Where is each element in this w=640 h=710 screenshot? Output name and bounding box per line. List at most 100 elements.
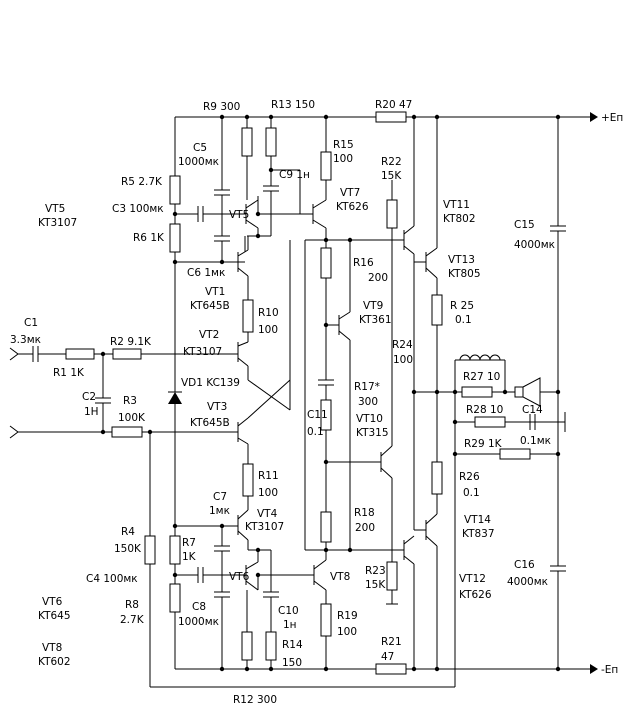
label-r25a: R 25 [450, 300, 474, 312]
label-vt6: VT6 [229, 571, 250, 583]
label-vt7b: KT626 [336, 201, 369, 213]
label-r16b: 200 [368, 272, 388, 284]
label-r10b: 100 [258, 324, 278, 336]
label-r21b: 47 [381, 651, 394, 663]
label-vt6t-a: VT6 [42, 596, 63, 608]
label-r24a: R24 [392, 339, 413, 351]
r9-resistor [241, 114, 253, 200]
label-r16a: R16 [353, 257, 374, 269]
output-load [414, 354, 566, 687]
label-c6: C6 1мк [187, 267, 225, 279]
label-c16a: C16 [514, 559, 535, 571]
label-r25b: 0.1 [455, 314, 472, 326]
label-vt10b: KT315 [356, 427, 389, 439]
r5-resistor [169, 117, 245, 263]
label-c11a: C11 [307, 409, 328, 421]
label-r27: R27 10 [463, 371, 500, 383]
label-vt4a: VT4 [257, 508, 278, 520]
vt14-transistor [425, 461, 443, 669]
label-r10a: R10 [258, 307, 279, 319]
c2-capacitor [95, 354, 111, 432]
label-r3a: R3 [123, 395, 137, 407]
label-vt12a: VT12 [459, 573, 486, 585]
label-r22a: R22 [381, 156, 402, 168]
label-vd1: VD1 KC139 [181, 377, 240, 389]
r23-resistor [386, 550, 398, 605]
label-r26a: R26 [459, 471, 480, 483]
label-r18b: 200 [355, 522, 375, 534]
component-labels: +Еп -Еп R9 300 R13 150 R20 47 R15 100 R2… [10, 99, 623, 706]
label-vt11b: KT802 [443, 213, 476, 225]
vt4-transistor [172, 509, 249, 550]
label-r3b: 100K [118, 412, 146, 424]
label-c2a: C2 [82, 391, 96, 403]
label-r17a: R17* [354, 381, 380, 393]
label-pos-rail: +Еп [601, 112, 623, 124]
label-r8b: 2.7K [120, 614, 145, 626]
label-c16b: 4000мк [507, 576, 548, 588]
label-vt7a: VT7 [340, 187, 360, 199]
vt6-transistor [232, 547, 305, 591]
c4-capacitor [175, 567, 232, 583]
label-vt11a: VT11 [443, 199, 470, 211]
label-r2: R2 9.1K [110, 336, 152, 348]
label-r8a: R8 [125, 599, 139, 611]
label-vt14a: VT14 [464, 514, 491, 526]
label-r1: R1 1K [53, 367, 85, 379]
input-bottom [9, 425, 238, 439]
label-vt14b: KT837 [462, 528, 495, 540]
label-r28: R28 10 [466, 404, 503, 416]
label-r5: R5 2.7K [121, 176, 163, 188]
label-r13: R13 150 [271, 99, 315, 111]
vt7-transistor [299, 170, 327, 240]
label-c8a: C8 [192, 601, 206, 613]
label-c5a: C5 [193, 142, 207, 154]
label-r15b: 100 [333, 153, 353, 165]
label-vt4b: KT3107 [245, 521, 284, 533]
label-vt9a: VT9 [363, 300, 383, 312]
bias-network [305, 237, 395, 553]
label-vt8t-b: KT602 [38, 656, 71, 668]
label-r26b: 0.1 [463, 487, 480, 499]
label-r14b: 150 [282, 657, 302, 669]
label-vt1b: KT645B [190, 300, 230, 312]
vt2-transistor [237, 341, 291, 411]
c5-capacitor [214, 114, 230, 265]
vt1-transistor [231, 236, 254, 342]
label-c7a: C7 [213, 491, 227, 503]
label-c1a: C1 [24, 317, 38, 329]
label-r18a: R18 [354, 507, 375, 519]
label-r24b: 100 [393, 354, 413, 366]
label-c5b: 1000мк [178, 156, 219, 168]
label-vt1a: VT1 [205, 286, 225, 298]
label-r19a: R19 [337, 610, 358, 622]
label-c11b: 0.1 [307, 426, 324, 438]
label-vt10a: VT10 [356, 413, 383, 425]
label-r20: R20 47 [375, 99, 412, 111]
r15-resistor [320, 114, 332, 181]
label-r17b: 300 [358, 396, 378, 408]
label-c10a: C10 [278, 605, 299, 617]
label-vt5t-a: VT5 [45, 203, 65, 215]
vt3-transistor [237, 379, 291, 510]
c7-c8-capacitors [214, 526, 230, 672]
label-c15a: C15 [514, 219, 535, 231]
label-vt5: VT5 [229, 209, 249, 221]
r13-resistor [263, 114, 300, 236]
label-r22b: 15K [381, 170, 402, 182]
r4-resistor [144, 429, 156, 687]
c3-capacitor [172, 206, 232, 222]
label-c10b: 1н [283, 619, 297, 631]
label-r11a: R11 [258, 470, 279, 482]
label-vt8t-a: VT8 [42, 642, 62, 654]
vd1-zener [168, 259, 182, 526]
r7-resistor [169, 526, 181, 669]
label-r12: R12 300 [233, 694, 277, 706]
label-c4: C4 100мк [86, 573, 138, 585]
label-c14: C14 [522, 404, 543, 416]
label-r29: R29 1K [464, 438, 503, 450]
label-r9: R9 300 [203, 101, 240, 113]
label-r7a: R7 [182, 537, 196, 549]
